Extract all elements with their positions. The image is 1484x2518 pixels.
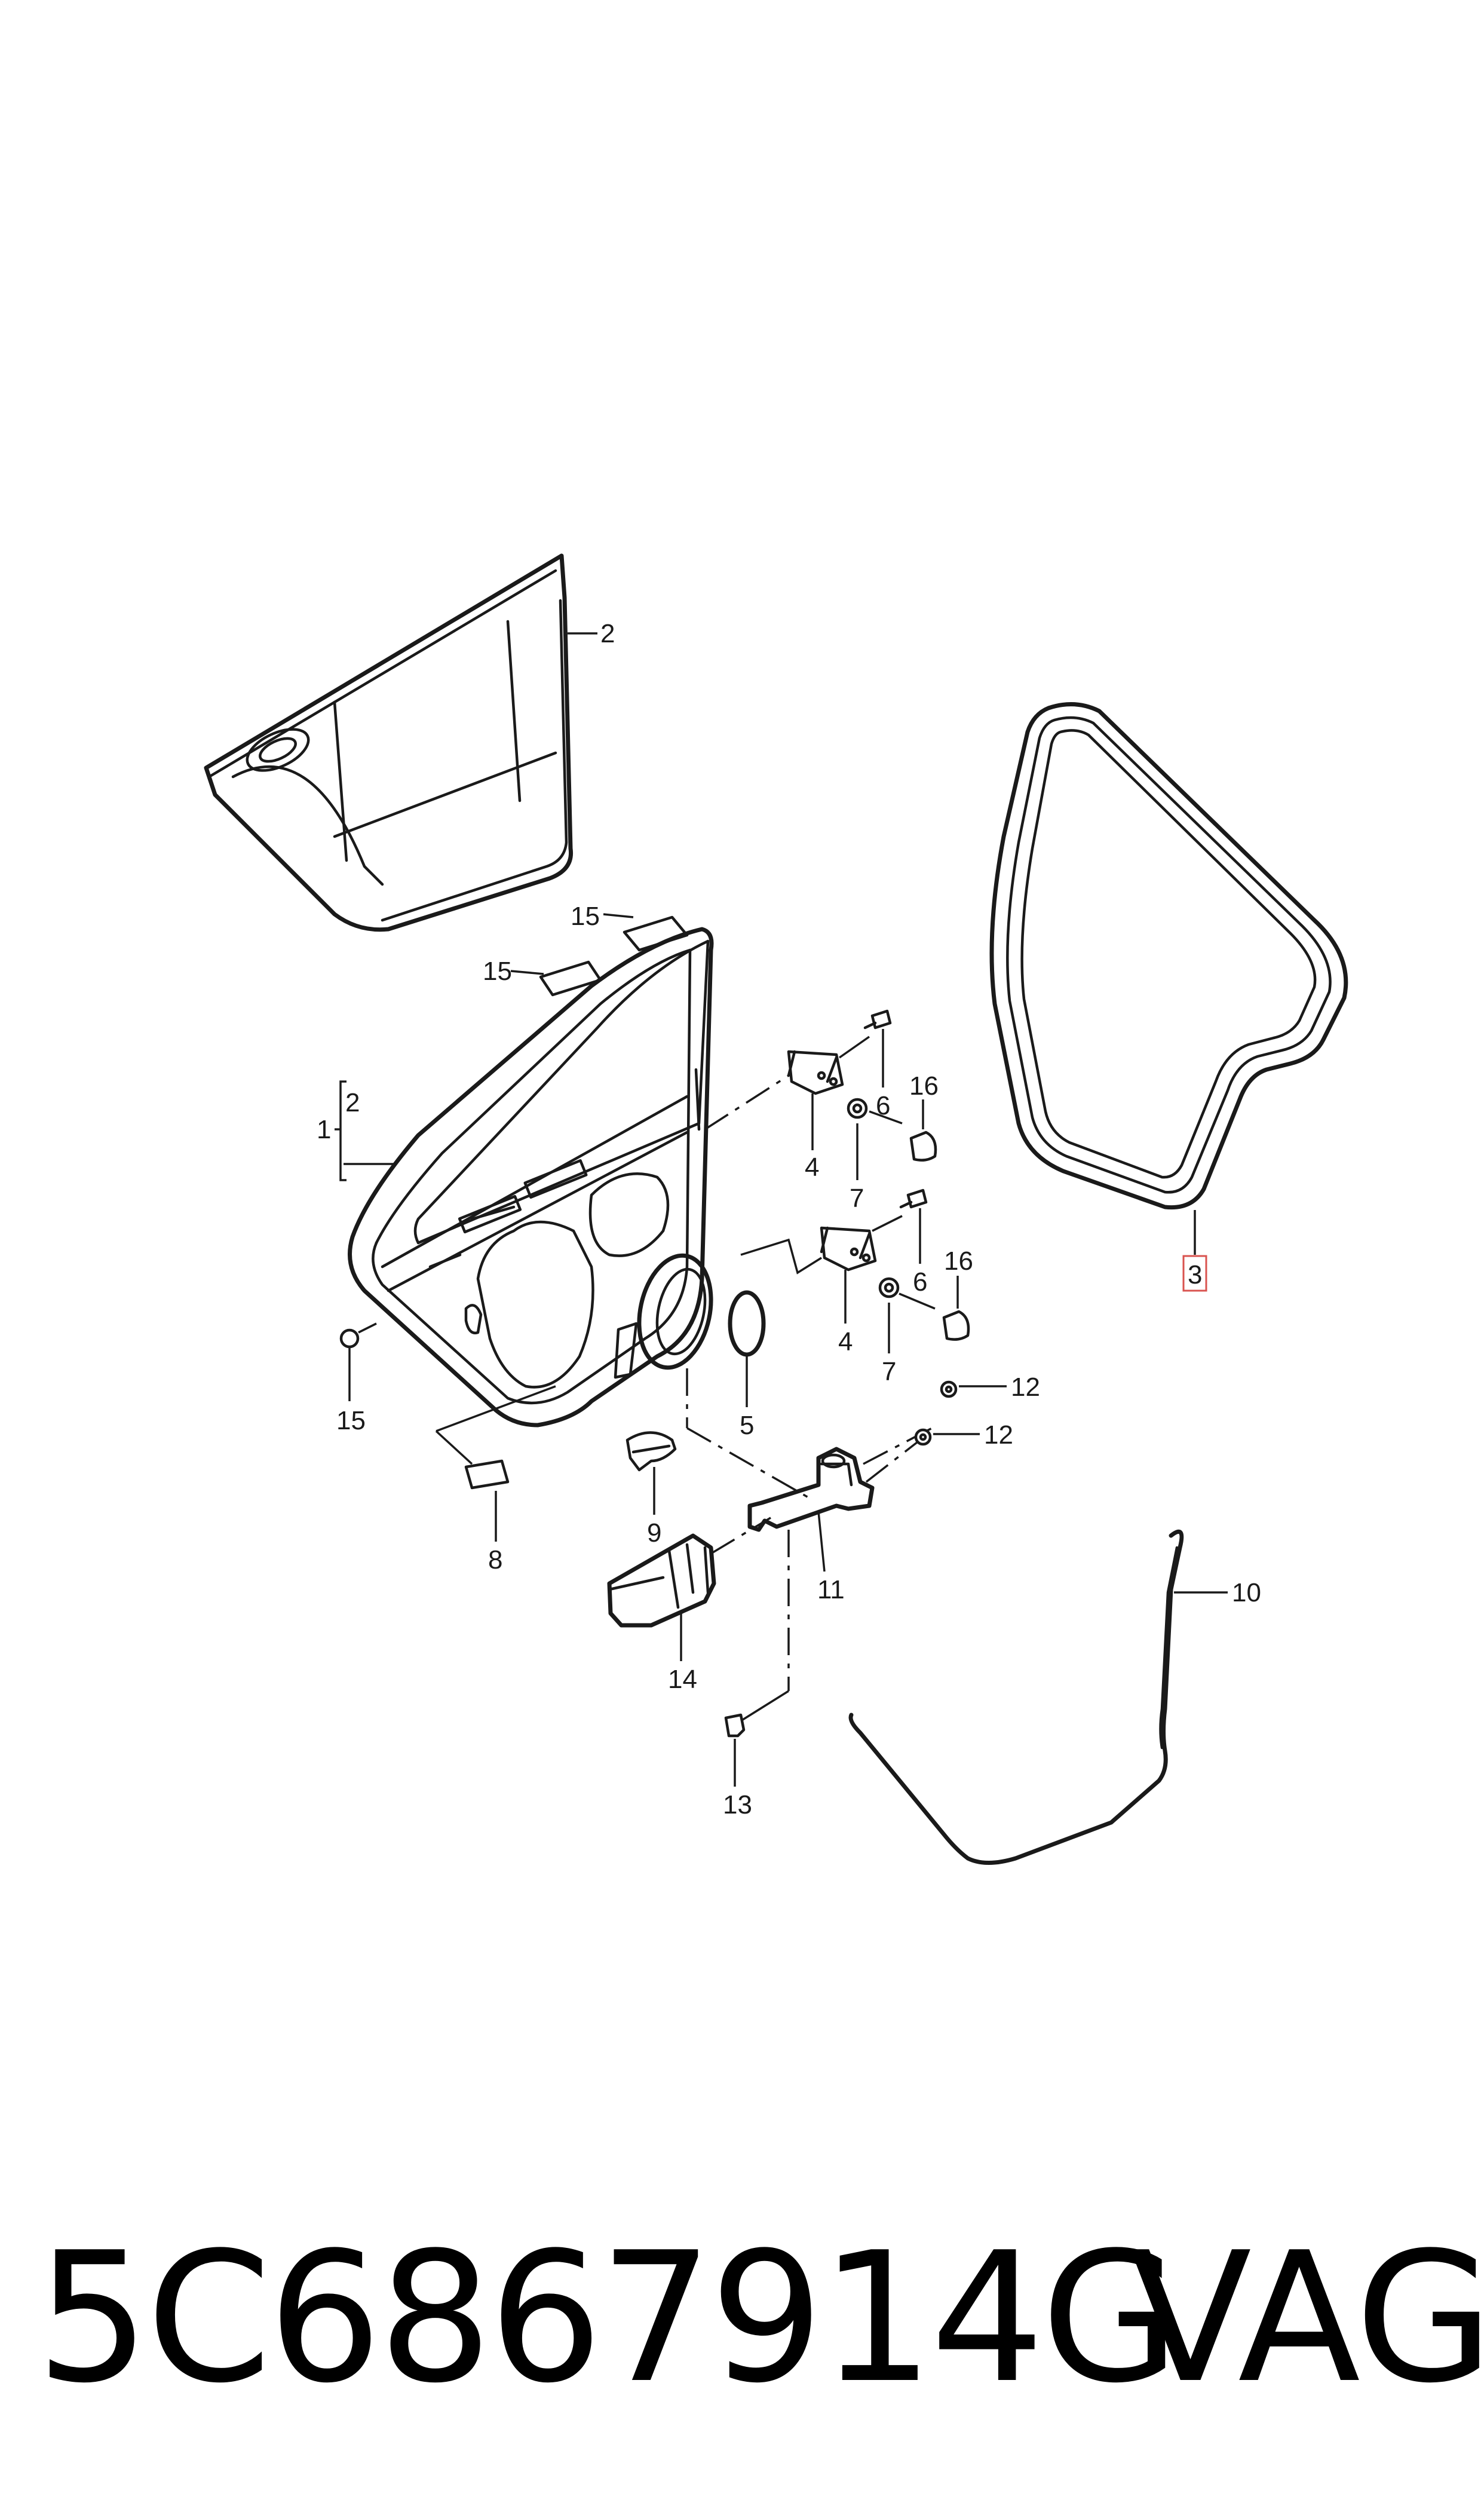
callout-3: 3: [1188, 1260, 1202, 1289]
bolt-icon: [878, 1277, 900, 1298]
lower-hinge: [820, 1226, 877, 1272]
callout-16: 16: [944, 1246, 973, 1276]
callout-6: 6: [913, 1267, 927, 1297]
tape-pad: [539, 960, 602, 997]
callout-15: 15: [336, 1406, 366, 1435]
upper-hinge: [787, 1050, 844, 1095]
callout-7: 7: [882, 1357, 896, 1386]
callout-13: 13: [723, 1790, 752, 1819]
callout-5: 5: [740, 1411, 754, 1440]
highlight-box: [1182, 1255, 1207, 1292]
door-check-strap: [747, 1447, 875, 1532]
callout-2: 2: [600, 619, 615, 648]
callout-4: 4: [838, 1327, 853, 1356]
door-outer-panel: [204, 553, 574, 932]
callout-15: 15: [571, 902, 600, 931]
bolt-icon: [914, 1428, 932, 1446]
seal-ring: [728, 1290, 766, 1357]
callout-14: 14: [668, 1665, 697, 1694]
callout-8: 8: [488, 1545, 502, 1574]
brand-name: VAG: [1129, 2214, 1484, 2422]
callout-12: 12: [1011, 1373, 1040, 1402]
callout-16: 16: [909, 1071, 939, 1101]
callout-4: 4: [805, 1153, 819, 1182]
pad-icon: [464, 1459, 510, 1490]
callout-15: 15: [483, 957, 512, 986]
door-shell: [348, 927, 714, 1428]
callout-9: 9: [647, 1518, 661, 1548]
grommet: [339, 1328, 360, 1349]
callout-11: 11: [817, 1575, 845, 1604]
cap-icon: [909, 1131, 937, 1162]
clip-icon: [626, 1431, 677, 1472]
cable-harness: [848, 1529, 1184, 1865]
bolt-icon: [863, 1009, 892, 1030]
cap-icon: [942, 1310, 970, 1341]
callout-1: 1: [317, 1115, 331, 1144]
tape-pad: [623, 915, 689, 952]
bolt-icon: [724, 1713, 746, 1738]
part-number: 5C6867914G: [36, 2214, 1180, 2422]
exploded-parts-diagram: 1 2 2 3 4 4 5 6 6 7 7 8 9 10 11 12 12 13…: [204, 553, 1348, 1865]
bolt-icon: [899, 1188, 928, 1209]
callout-10: 10: [1232, 1578, 1261, 1607]
door-seal: [989, 702, 1348, 1210]
callout-7: 7: [850, 1184, 864, 1213]
bolt-icon: [940, 1380, 958, 1398]
callout-6: 6: [876, 1091, 890, 1120]
door-lock: [607, 1533, 716, 1628]
bolt-icon: [847, 1098, 868, 1119]
callout-2: 2: [345, 1088, 360, 1117]
callout-12: 12: [984, 1420, 1013, 1450]
